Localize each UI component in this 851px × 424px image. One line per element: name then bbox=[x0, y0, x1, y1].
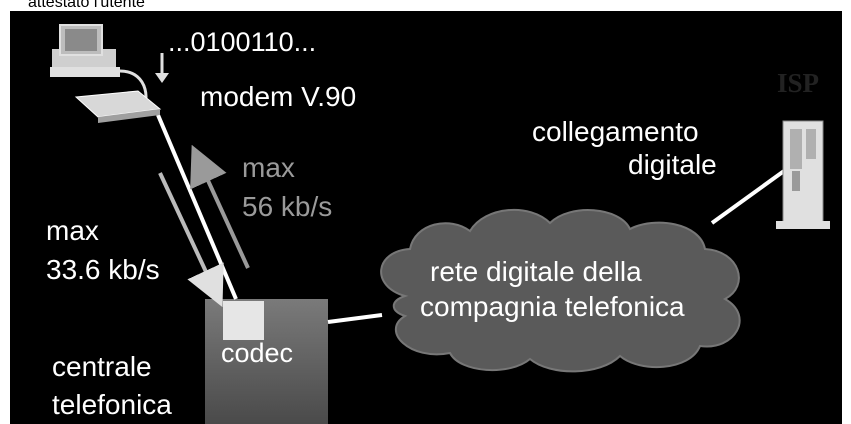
network-label-line1: rete digitale della bbox=[430, 256, 642, 287]
downstream-arrow bbox=[190, 144, 250, 269]
exchange-label-line2: telefonica bbox=[52, 389, 172, 420]
isp-label: ISP bbox=[777, 68, 820, 98]
network-label-line2: compagnia telefonica bbox=[420, 291, 685, 322]
modem-to-exchange-line bbox=[156, 114, 238, 300]
digital-link-label-line1: collegamento bbox=[532, 116, 699, 147]
modem-label: modem V.90 bbox=[200, 81, 357, 112]
codec-label: codec bbox=[221, 338, 294, 368]
upstream-speed-label: 33.6 kb/s bbox=[46, 254, 160, 285]
digital-link-label-line2: digitale bbox=[628, 149, 717, 180]
data-flow-arrow bbox=[155, 53, 169, 83]
bit-stream-label: ...0100110... bbox=[168, 27, 317, 57]
diagram-panel: ...0100110... modem V.90 max 56 kb/s max… bbox=[10, 11, 842, 424]
upstream-arrow bbox=[158, 172, 224, 308]
upstream-max-label: max bbox=[46, 215, 99, 246]
modem-icon bbox=[74, 90, 162, 123]
server-icon bbox=[776, 120, 830, 229]
codec-box bbox=[223, 301, 264, 340]
exchange-label-line1: centrale bbox=[52, 351, 152, 382]
network-to-isp-line bbox=[710, 169, 786, 225]
downstream-max-label: max bbox=[242, 152, 295, 183]
exchange-to-network-line bbox=[327, 313, 383, 324]
cloud-icon bbox=[380, 208, 741, 373]
diagram-graphics bbox=[50, 24, 830, 424]
downstream-speed-label: 56 kb/s bbox=[242, 191, 333, 222]
computer-icon bbox=[50, 24, 148, 113]
top-caption: attestato l'utente bbox=[28, 0, 145, 11]
